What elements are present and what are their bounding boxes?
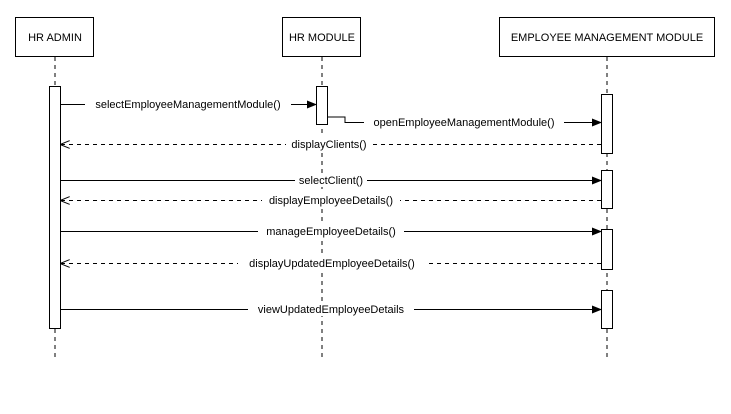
message-display-clients: displayClients() [61,137,601,151]
activation-emp-1 [601,94,613,154]
actor-label-hr-admin: HR ADMIN [28,32,82,44]
message-label: viewUpdatedEmployeeDetails [258,304,405,316]
message-view-updated-employee-details: viewUpdatedEmployeeDetails [61,302,602,316]
message-open-employee-management-module: openEmployeeManagementModule() [328,115,602,129]
message-label: displayClients() [291,139,366,151]
actor-label-employee-management-module: EMPLOYEE MANAGEMENT MODULE [511,32,703,44]
actor-employee-management-module: EMPLOYEE MANAGEMENT MODULE [499,17,715,57]
activation-emp-2 [601,170,613,209]
activation-hr-admin [49,86,61,329]
message-select-client: selectClient() [61,173,602,187]
message-label: selectClient() [299,175,363,187]
message-select-employee-management-module: selectEmployeeManagementModule() [61,97,317,111]
actor-label-hr-module: HR MODULE [289,32,355,44]
actor-hr-module: HR MODULE [282,17,361,57]
activation-hr-module [316,86,328,125]
message-label: openEmployeeManagementModule() [374,117,555,129]
message-label: displayEmployeeDetails() [269,195,393,207]
actor-hr-admin: HR ADMIN [15,17,94,57]
activation-emp-3 [601,229,613,270]
message-label: selectEmployeeManagementModule() [95,99,280,111]
message-label: displayUpdatedEmployeeDetails() [249,258,415,270]
message-manage-employee-details: manageEmployeeDetails() [61,224,602,238]
activation-emp-4 [601,290,613,329]
message-display-updated-employee-details: displayUpdatedEmployeeDetails() [61,256,601,270]
message-label: manageEmployeeDetails() [266,226,396,238]
message-display-employee-details: displayEmployeeDetails() [61,193,601,207]
